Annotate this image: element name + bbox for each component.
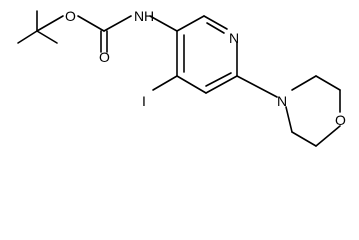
bond-ring-c5-c4 <box>176 75 207 94</box>
bond-morpholine-c-c-lower <box>291 131 317 147</box>
bond-ring-c6-c5-inner <box>205 72 232 87</box>
atom-labels: O O N H N I N O <box>65 8 346 128</box>
bond-morpholine-c-n-lower <box>285 106 293 133</box>
bond-quaternary-carbon-oxygen <box>36 15 64 32</box>
ester-oxygen-label: O <box>65 8 76 24</box>
bond-carbonyl-nitrogen <box>103 15 132 32</box>
bond-methyl-bottom <box>36 30 58 44</box>
carbamate-nitrogen-label: N <box>134 8 144 24</box>
bond-ring-c2-n1-inner <box>206 22 225 34</box>
bond-morpholine-o-c-lower <box>315 125 341 147</box>
bond-ring-c3-c2 <box>176 15 205 32</box>
bond-morpholine-c-c-upper <box>315 75 341 91</box>
iodine-label: I <box>142 93 146 109</box>
morpholine-oxygen-label: O <box>335 112 346 128</box>
bond-ester-oxygen-carbonyl <box>77 15 105 32</box>
bonds <box>17 10 341 147</box>
bond-morpholine-n-c-upper <box>291 75 317 91</box>
bond-ring-c2-n1 <box>203 15 228 30</box>
carbonyl-oxygen-label: O <box>99 49 110 65</box>
pyridine-nitrogen-label: N <box>229 30 239 46</box>
bond-ring-morpholine-nitrogen <box>236 75 278 98</box>
bond-nitrogen-ring <box>149 15 178 32</box>
bond-ring-iodine <box>152 75 178 91</box>
chemical-structure-diagram: O O N H N I N O <box>17 8 346 147</box>
bond-ring-c6-c5 <box>205 75 238 94</box>
bond-methyl-left <box>17 30 38 44</box>
morpholine-nitrogen-label: N <box>277 93 287 109</box>
carbamate-hydrogen-label: H <box>144 8 154 24</box>
